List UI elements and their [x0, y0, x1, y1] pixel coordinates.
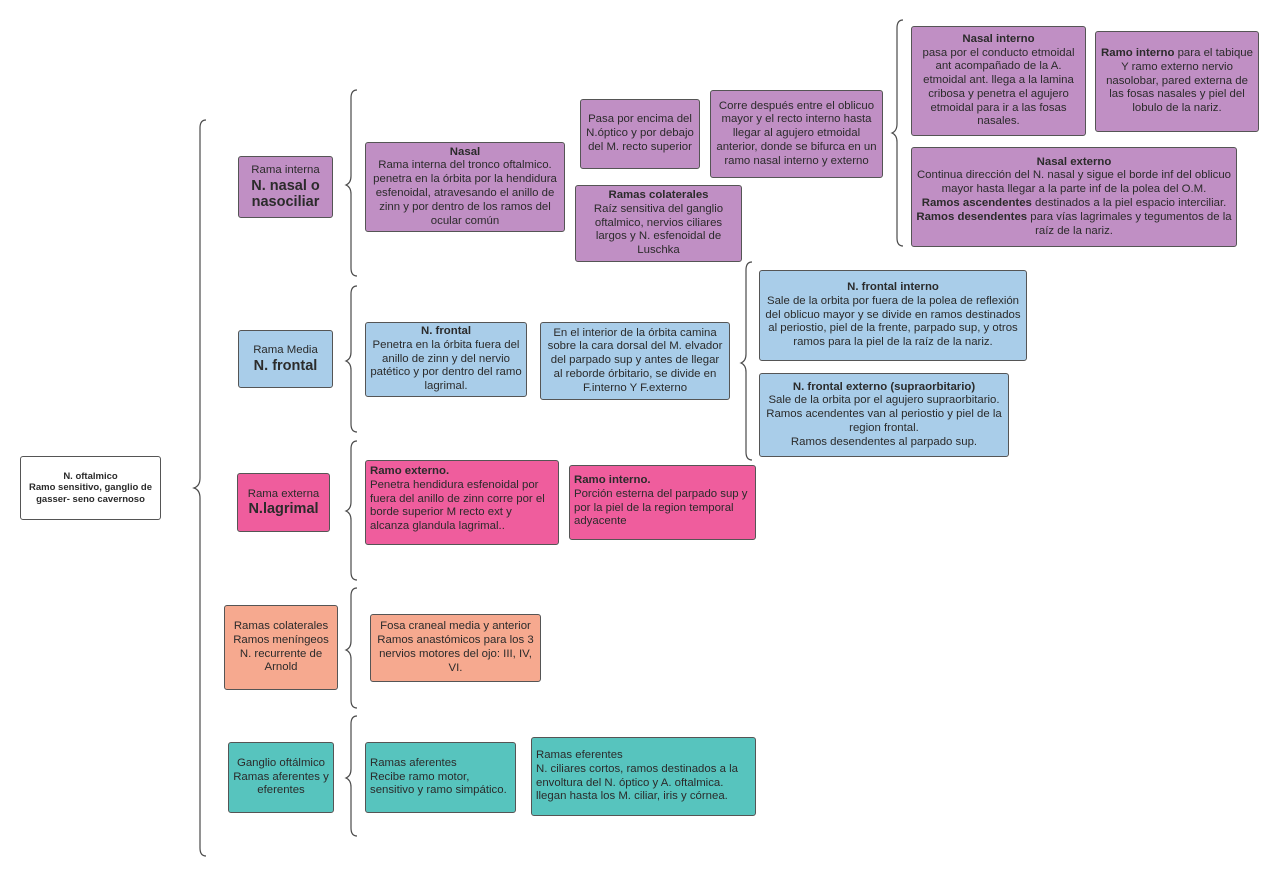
nasal-ramo-interno-bold: Ramo interno — [1101, 47, 1175, 59]
colaterales-branch-line2: Ramos meníngeos — [233, 633, 329, 646]
ganglio-eferentes-line1: Ramas eferentes — [536, 748, 623, 761]
nasal-colaterales-title: Ramas colaterales — [608, 189, 709, 201]
nasal-externo-desc-bold: Ramos desendentes — [916, 210, 1028, 223]
nasal-externo-text: Continua dirección del N. nasal y sigue … — [916, 169, 1232, 196]
colaterales-branch-line1: Ramas colaterales — [233, 619, 329, 632]
nasal-interno-node: Nasal interno pasa por el conducto etmoi… — [911, 26, 1086, 136]
lagrimal-branch-label: Rama externa — [247, 487, 320, 500]
ganglio-branch-line2: Ramas aferentes y eferentes — [233, 770, 329, 797]
nasal-main-text: Rama interna del tronco oftalmico. penet… — [373, 159, 557, 227]
frontal-main-title: N. frontal — [421, 325, 471, 337]
nasal-branch-node: Rama interna N. nasal o nasociliar — [238, 156, 333, 218]
root-brace — [192, 119, 207, 857]
frontal-branch-label: Rama Media — [253, 344, 318, 357]
nasal-main-node: Nasal Rama interna del tronco oftalmico.… — [365, 142, 565, 232]
nasal-pasa-text: Pasa por encima del N.óptico y por debaj… — [586, 113, 694, 153]
root-title: N. oftalmico — [63, 470, 118, 482]
lagrimal-branch-node: Rama externa N.lagrimal — [237, 473, 330, 532]
frontal-externo-title: N. frontal externo (supraorbitario) — [792, 380, 976, 393]
colaterales-fosa-node: Fosa craneal media y anterior Ramos anas… — [370, 614, 541, 682]
nasal-colaterales-node: Ramas colaterales Raíz sensitiva del gan… — [575, 185, 742, 262]
ganglio-branch-node: Ganglio oftálmico Ramas aferentes y efer… — [228, 742, 334, 813]
nasal-interno-text: pasa por el conducto etmoidal ant acompa… — [922, 46, 1075, 128]
nasal-branch-label: Rama interna — [251, 164, 320, 177]
lagrimal-branch-name: N.lagrimal — [248, 501, 319, 518]
nasal-corre-text: Corre después entre el oblicuo mayor y e… — [716, 99, 877, 167]
colaterales-branch-line3: N. recurrente de Arnold — [239, 647, 323, 674]
lagrimal-externo-title: Ramo externo. — [370, 465, 450, 477]
nasal-externo-asc-text: destinados a la piel espacio interciliar… — [1031, 197, 1227, 209]
frontal-interno-node: N. frontal interno Sale de la orbita por… — [759, 270, 1027, 361]
frontal-main-node: N. frontal Penetra en la órbita fuera de… — [365, 322, 527, 397]
nasal-brace — [344, 89, 358, 277]
ganglio-aferentes-line1: Ramas aferentes — [370, 756, 457, 769]
ganglio-aferentes-node: Ramas aferentes Recibe ramo motor, sensi… — [365, 742, 516, 813]
lagrimal-externo-text: Penetra hendidura esfenoidal por fuera d… — [370, 478, 545, 533]
colaterales-brace — [344, 587, 358, 709]
nasal-main-title: Nasal — [449, 145, 481, 158]
frontal-interior-text: En el interior de la órbita camina sobre… — [547, 326, 723, 394]
ganglio-eferentes-node: Ramas eferentes N. ciliares cortos, ramo… — [531, 737, 756, 816]
frontal-main-text: Penetra en la órbita fuera del anillo de… — [370, 338, 522, 393]
colaterales-fosa-line1: Fosa craneal media y anterior — [380, 620, 531, 633]
nasal-externo-node: Nasal externo Continua dirección del N. … — [911, 147, 1237, 247]
nasal-externo-asc-bold: Ramos ascendentes — [921, 197, 1032, 209]
nasal-branch-name: N. nasal o nasociliar — [251, 177, 320, 210]
frontal-branch-name: N. frontal — [253, 357, 318, 374]
nasal-ramo-interno-text: para el tabique Y ramo externo nervio na… — [1106, 47, 1253, 115]
nasal-interno-title: Nasal interno — [962, 32, 1035, 45]
frontal-branch-node: Rama Media N. frontal — [238, 330, 333, 388]
nasal-pasa-node: Pasa por encima del N.óptico y por debaj… — [580, 99, 700, 169]
nasal-externo-desc-text: para vías lagrimales y tegumentos de la … — [1027, 210, 1232, 237]
ganglio-branch-line1: Ganglio oftálmico — [236, 756, 325, 769]
frontal-externo-node: N. frontal externo (supraorbitario) Sale… — [759, 373, 1009, 457]
nasal-colaterales-text: Raíz sensitiva del ganglio oftalmico, ne… — [593, 202, 724, 257]
lagrimal-interno-text: Porción esterna del parpado sup y por la… — [574, 487, 748, 528]
frontal-divide-brace — [739, 261, 753, 461]
frontal-externo-text2: Ramos desendentes al parpado sup. — [790, 435, 978, 448]
root-subtitle: Ramo sensitivo, ganglio de gasser- seno … — [29, 482, 152, 505]
lagrimal-interno-node: Ramo interno. Porción esterna del parpad… — [569, 465, 756, 540]
lagrimal-externo-node: Ramo externo. Penetra hendidura esfenoid… — [365, 460, 559, 545]
root-node: N. oftalmico Ramo sensitivo, ganglio de … — [20, 456, 161, 520]
lagrimal-interno-title: Ramo interno. — [574, 474, 651, 486]
ganglio-aferentes-line2: Recibe ramo motor, sensitivo y ramo simp… — [370, 770, 507, 797]
frontal-interno-text: Sale de la orbita por fuera de la polea … — [765, 294, 1021, 349]
ganglio-brace — [344, 715, 358, 837]
lagrimal-brace — [344, 440, 358, 581]
nasal-externo-title: Nasal externo — [1036, 155, 1112, 168]
ganglio-eferentes-line2: N. ciliares cortos, ramos destinados a l… — [536, 762, 738, 803]
colaterales-branch-node: Ramas colaterales Ramos meníngeos N. rec… — [224, 605, 338, 690]
nasal-bifurca-brace — [890, 19, 904, 247]
frontal-interior-node: En el interior de la órbita camina sobre… — [540, 322, 730, 400]
frontal-brace — [344, 285, 358, 433]
nasal-ramo-interno-node: Ramo interno para el tabique Y ramo exte… — [1095, 31, 1259, 132]
colaterales-fosa-line2: Ramos anastómicos para los 3 nervios mot… — [377, 634, 534, 674]
frontal-interno-title: N. frontal interno — [847, 281, 939, 293]
nasal-corre-node: Corre después entre el oblicuo mayor y e… — [710, 90, 883, 178]
frontal-externo-text: Sale de la orbita por el agujero supraor… — [766, 394, 1002, 434]
